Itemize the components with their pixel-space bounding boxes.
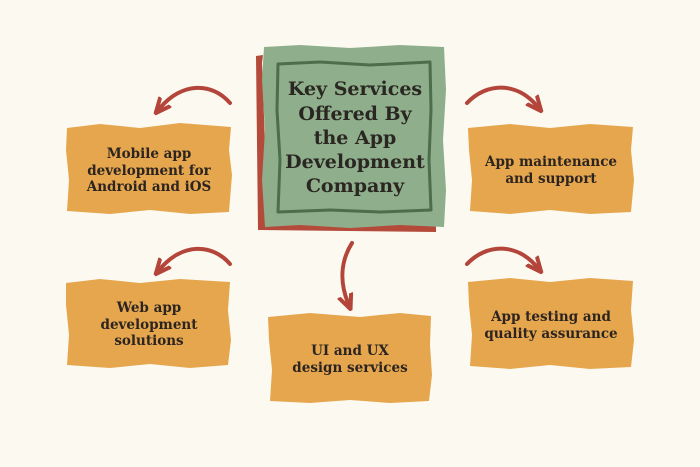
- service-label-maintenance: App maintenance and support: [484, 154, 618, 187]
- arrow-to-testing: [465, 246, 537, 267]
- service-box-testing: [468, 278, 634, 369]
- service-box-uiux: [268, 313, 432, 403]
- service-box-mobile: [66, 123, 232, 214]
- arrow-to-maintenance: [465, 85, 537, 106]
- service-label-uiux: UI and UX design services: [292, 343, 408, 376]
- arrow-to-uiux: [342, 241, 354, 303]
- center-node: [256, 45, 446, 232]
- center-node-box: [262, 45, 446, 228]
- service-label-mobile: Mobile app development for Android and i…: [86, 145, 212, 196]
- arrow-to-mobile: [160, 85, 232, 108]
- service-box-maintenance: [468, 124, 634, 214]
- service-label-testing: App testing and quality assurance: [484, 308, 618, 342]
- arrow-to-web: [160, 246, 232, 269]
- service-label-web: Web app development solutions: [100, 299, 198, 350]
- center-title: Key Services Offered By the App Developm…: [285, 78, 425, 198]
- service-box-web: [66, 279, 231, 368]
- center-node-border: [275, 60, 433, 214]
